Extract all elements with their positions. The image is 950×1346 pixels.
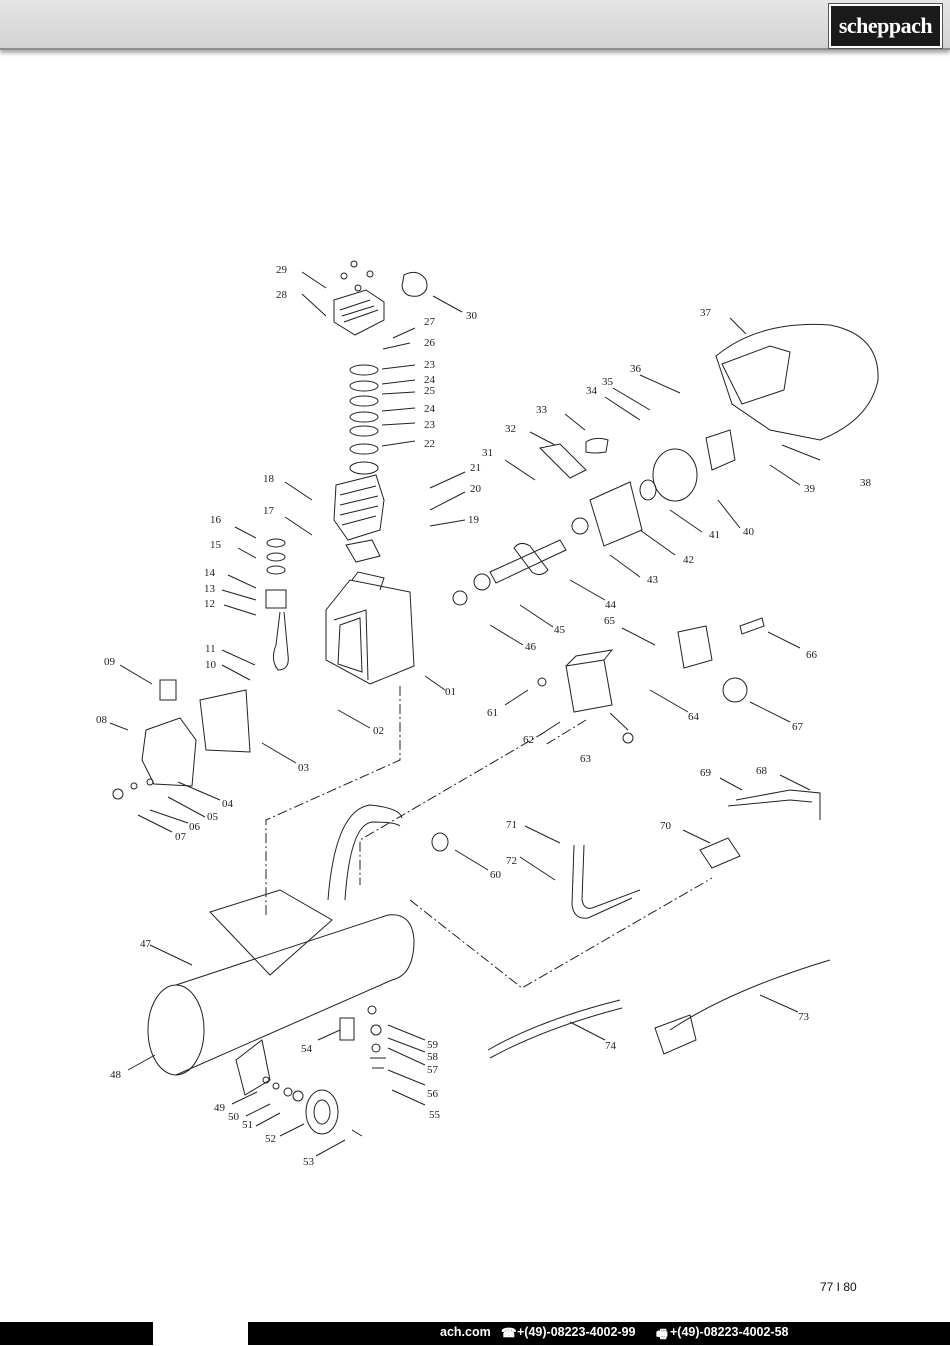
part-label: 56 <box>427 1088 439 1100</box>
part-label: 59 <box>427 1039 439 1051</box>
part-label: 16 <box>210 514 222 526</box>
part-label: 24 <box>424 403 436 415</box>
part-label: 44 <box>605 599 617 611</box>
part-label: 23 <box>424 359 436 371</box>
part-label: 19 <box>468 514 480 526</box>
part-label: 11 <box>205 643 216 655</box>
phone-number: +(49)-08223-4002-99 <box>517 1325 636 1339</box>
part-label: 61 <box>487 707 498 719</box>
part-label: 06 <box>189 821 201 833</box>
footer-block-left <box>0 1322 153 1345</box>
phone-icon: ☎ <box>501 1326 517 1340</box>
part-label: 38 <box>860 477 872 489</box>
footer-bar: ach.com ☎ +(49)-08223-4002-99 🖷 +(49)-08… <box>0 1322 950 1345</box>
part-label: 14 <box>204 567 216 579</box>
part-label: 51 <box>242 1119 253 1131</box>
part-label: 48 <box>110 1069 122 1081</box>
part-label: 69 <box>700 767 712 779</box>
part-label: 49 <box>214 1102 226 1114</box>
part-label: 31 <box>482 447 493 459</box>
part-label: 30 <box>466 310 478 322</box>
footer-block-right <box>248 1322 950 1345</box>
part-label: 15 <box>210 539 222 551</box>
part-label: 01 <box>445 686 456 698</box>
part-label: 29 <box>276 264 288 276</box>
part-label: 07 <box>175 831 187 843</box>
part-label: 40 <box>743 526 755 538</box>
part-label: 60 <box>490 869 502 881</box>
part-label: 74 <box>605 1040 617 1052</box>
part-label: 64 <box>688 711 700 723</box>
part-label: 22 <box>424 438 435 450</box>
part-label: 47 <box>140 938 152 950</box>
part-label: 18 <box>263 473 275 485</box>
part-label: 54 <box>301 1043 313 1055</box>
fax-number: +(49)-08223-4002-58 <box>670 1325 789 1339</box>
part-label: 73 <box>798 1011 810 1023</box>
header-bar <box>0 0 950 50</box>
part-label: 04 <box>222 798 234 810</box>
part-label: 41 <box>709 529 720 541</box>
part-label: 37 <box>700 307 712 319</box>
part-label: 43 <box>647 574 659 586</box>
part-label: 67 <box>792 721 804 733</box>
part-label: 23 <box>424 419 436 431</box>
part-label: 63 <box>580 753 592 765</box>
part-label: 58 <box>427 1051 439 1063</box>
part-label: 25 <box>424 385 436 397</box>
part-label: 70 <box>660 820 672 832</box>
part-label: 34 <box>586 385 598 397</box>
part-label: 32 <box>505 423 516 435</box>
part-label: 02 <box>373 725 384 737</box>
part-label: 72 <box>506 855 517 867</box>
page-number: 77 I 80 <box>820 1280 857 1294</box>
website-link[interactable]: ach.com <box>440 1325 491 1339</box>
part-label: 05 <box>207 811 219 823</box>
part-label: 62 <box>523 734 534 746</box>
part-label: 03 <box>298 762 310 774</box>
part-label: 42 <box>683 554 694 566</box>
part-label: 17 <box>263 505 275 517</box>
part-label: 53 <box>303 1156 315 1168</box>
part-label: 36 <box>630 363 642 375</box>
part-label: 66 <box>806 649 818 661</box>
part-label: 13 <box>204 583 216 595</box>
part-label: 26 <box>424 337 436 349</box>
part-label: 12 <box>204 598 215 610</box>
part-label: 52 <box>265 1133 276 1145</box>
part-label: 21 <box>470 462 481 474</box>
part-label: 65 <box>604 615 616 627</box>
part-label: 50 <box>228 1111 240 1123</box>
part-label: 45 <box>554 624 566 636</box>
part-label: 55 <box>429 1109 441 1121</box>
part-label: 68 <box>756 765 768 777</box>
part-label: 20 <box>470 483 482 495</box>
part-label: 08 <box>96 714 108 726</box>
part-label: 33 <box>536 404 548 416</box>
part-label: 10 <box>205 659 217 671</box>
part-label: 28 <box>276 289 288 301</box>
part-label: 46 <box>525 641 537 653</box>
part-label: 09 <box>104 656 116 668</box>
part-label: 24 <box>424 374 436 386</box>
fax-icon: 🖷 <box>656 1327 668 1341</box>
part-label: 27 <box>424 316 436 328</box>
part-label: 35 <box>602 376 614 388</box>
part-label: 57 <box>427 1064 439 1076</box>
part-label: 71 <box>506 819 517 831</box>
part-label: 39 <box>804 483 816 495</box>
scheppach-logo: scheppach <box>828 3 943 49</box>
